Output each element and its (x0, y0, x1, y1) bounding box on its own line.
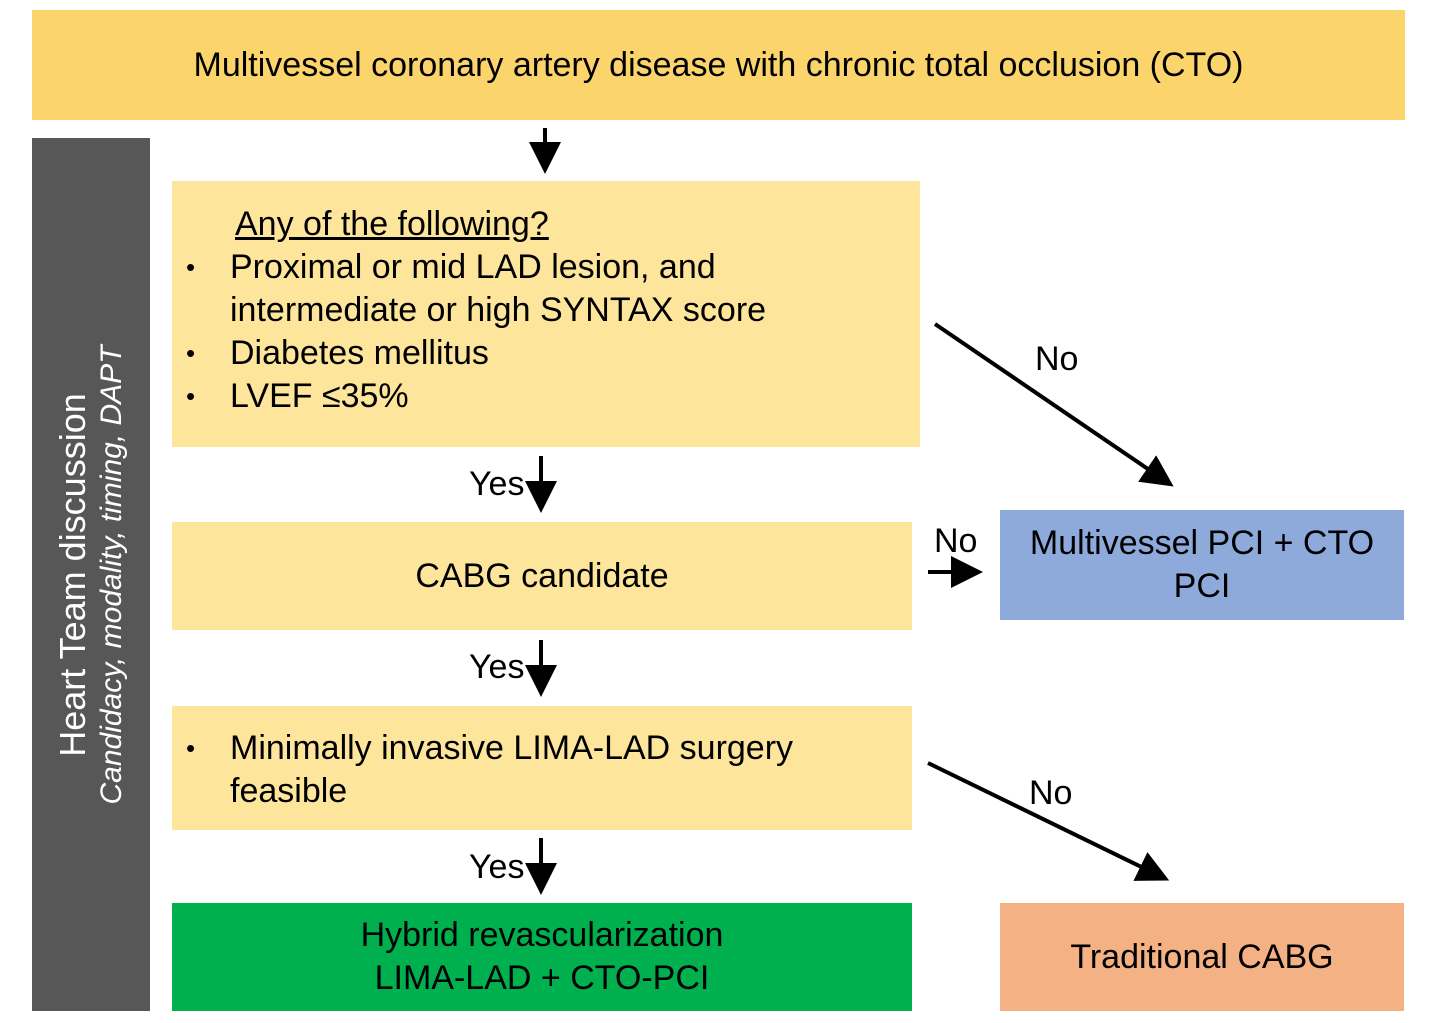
header-title: Multivessel coronary artery disease with… (193, 45, 1244, 84)
traditional-cabg-box: Traditional CABG (1000, 903, 1404, 1011)
arrow-minimal-no (927, 761, 1170, 881)
criteria-item: LVEF ≤35% (172, 375, 910, 418)
yes-label: Yes (469, 648, 525, 686)
yes-label: Yes (469, 465, 525, 503)
hybrid-box: Hybrid revascularization LIMA-LAD + CTO-… (172, 903, 912, 1011)
multivessel-pci-label: Multivessel PCI + CTO PCI (1029, 524, 1375, 605)
traditional-cabg-label: Traditional CABG (1070, 937, 1334, 976)
minimally-invasive-item: Minimally invasive LIMA-LAD surgery feas… (172, 727, 902, 813)
hybrid-line2: LIMA-LAD + CTO-PCI (374, 959, 710, 997)
no-label: No (1029, 774, 1073, 812)
multivessel-pci-box: Multivessel PCI + CTO PCI (1000, 510, 1404, 620)
criteria-question: Any of the following? (235, 205, 549, 243)
hybrid-line1: Hybrid revascularization (360, 916, 724, 954)
criteria-list: Proximal or mid LAD lesion, and intermed… (172, 246, 920, 418)
minimally-invasive-box: Minimally invasive LIMA-LAD surgery feas… (172, 706, 912, 830)
no-label: No (934, 522, 978, 560)
yes-label: Yes (469, 848, 525, 886)
header-box: Multivessel coronary artery disease with… (32, 10, 1405, 120)
criteria-item: Diabetes mellitus (172, 332, 910, 375)
cabg-candidate-label: CABG candidate (415, 556, 669, 595)
arrow-criteria-no (933, 322, 1174, 487)
cabg-candidate-box: CABG candidate (172, 522, 912, 630)
heart-team-sidebar (32, 138, 150, 1011)
criteria-item: Proximal or mid LAD lesion, and intermed… (172, 246, 910, 332)
criteria-box: Any of the following? Proximal or mid LA… (172, 181, 920, 447)
minimally-invasive-list: Minimally invasive LIMA-LAD surgery feas… (172, 727, 912, 813)
no-label: No (1035, 340, 1079, 378)
